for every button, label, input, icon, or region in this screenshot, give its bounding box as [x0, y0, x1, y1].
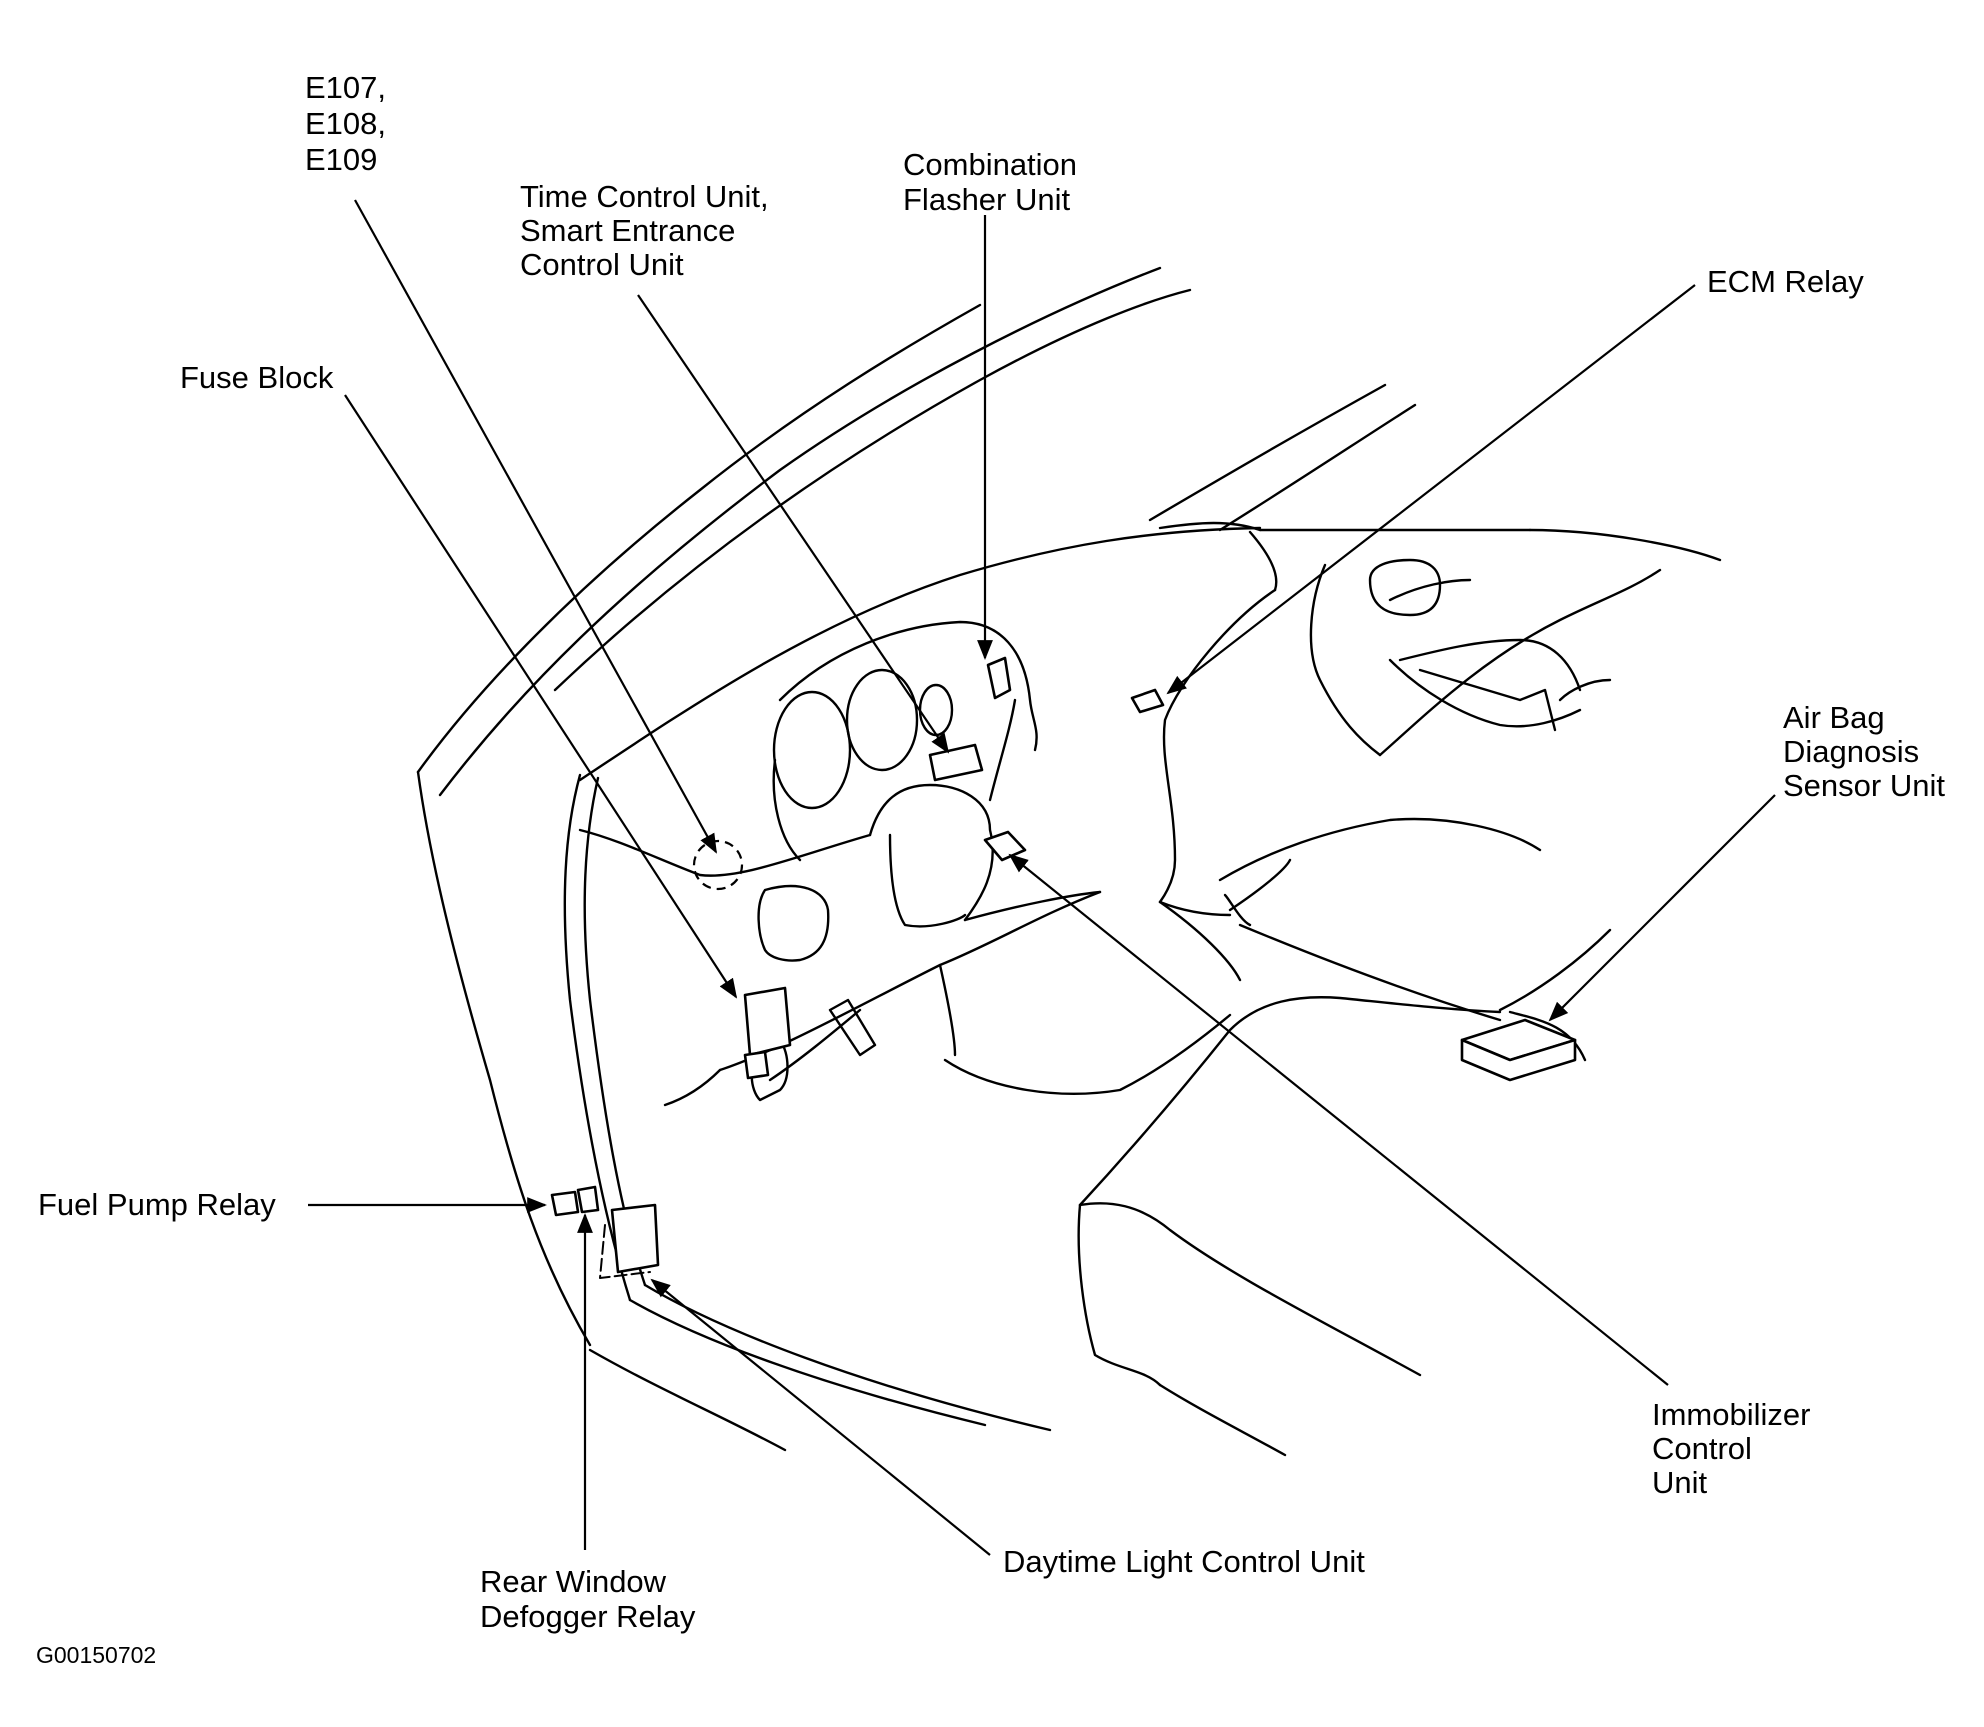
knee-bolster: [943, 1013, 1232, 1095]
pillar-trim-outer: [563, 773, 632, 1302]
combination-flasher-unit-label: Combination Flasher Unit: [903, 147, 1086, 217]
rear-window-defogger-relay-box: [576, 1185, 600, 1214]
footwell-curl: [1223, 893, 1252, 927]
lower-left-trim: [768, 1008, 862, 1082]
gauge-right: [918, 683, 954, 737]
center-stack-left: [1158, 588, 1277, 904]
console-end: [1508, 1010, 1587, 1062]
center-stack-right: [1309, 563, 1382, 757]
dash-center-notch: [1248, 530, 1278, 592]
lower-left-corner: [663, 1068, 722, 1107]
glovebox-trim: [1398, 638, 1582, 692]
gauge-left: [772, 690, 852, 810]
figure-code: G00150702: [36, 1642, 156, 1668]
passenger-dash-top: [1528, 528, 1722, 562]
immobilizer-control-unit-label: Immobilizer Control Unit: [1652, 1397, 1819, 1500]
glovebox-detail: [1418, 668, 1557, 732]
passenger-dash-face: [1378, 568, 1662, 757]
leader-time-control: [637, 294, 950, 754]
a-pillar-outer: [416, 303, 982, 774]
windshield-right-1: [1148, 383, 1387, 522]
footwell-top: [1218, 817, 1542, 882]
combination-flasher-unit-box: [986, 656, 1012, 700]
daytime-light-control-unit-box: [610, 1203, 660, 1274]
lower-dash-mid: [963, 890, 1102, 922]
fuse-block-box: [743, 986, 792, 1057]
air-bag-diagnosis-sensor-unit-label: Air Bag Diagnosis Sensor Unit: [1783, 700, 1945, 803]
windshield-edge: [438, 266, 1162, 797]
leader-daytime-light: [650, 1278, 991, 1556]
leader-ecm-relay: [1166, 284, 1696, 695]
dash-top-seam: [1158, 521, 1262, 532]
seat-bottom: [1158, 1383, 1287, 1457]
daytime-light-bracket: [599, 1224, 651, 1279]
leader-air-bag: [1548, 794, 1776, 1022]
pedal-1: [828, 998, 877, 1057]
sill-line-1: [628, 1298, 987, 1427]
vent-right: [1368, 558, 1442, 617]
column-right-edge: [988, 698, 1017, 802]
time-control-unit-box: [928, 743, 984, 782]
leader-immobilizer: [1008, 853, 1669, 1386]
lower-dash-drop: [938, 963, 957, 1057]
fuel-pump-relay-label: Fuel Pump Relay: [38, 1187, 276, 1222]
gauge-center: [845, 668, 919, 772]
vent-right-top: [1388, 578, 1472, 602]
ecm-relay-label: ECM Relay: [1707, 264, 1864, 299]
leader-lines: [308, 199, 1776, 1556]
cluster-left-edge: [772, 758, 802, 862]
fuel-pump-relay-box-1: [550, 1190, 580, 1217]
immobilizer-box: [983, 830, 1027, 862]
windshield-inner: [553, 288, 1192, 692]
seat-cushion-top: [1078, 996, 1502, 1207]
daytime-light-control-unit-label: Daytime Light Control Unit: [1003, 1544, 1365, 1579]
sill-line-2: [643, 1283, 1052, 1432]
center-stack-step: [1228, 858, 1292, 912]
cluster-hood: [778, 620, 1038, 752]
rear-window-defogger-relay-label: Rear Window Defogger Relay: [480, 1564, 696, 1634]
leader-e-codes: [354, 199, 717, 854]
column-cover-inner: [888, 833, 967, 928]
fuse-block-tab: [743, 1050, 770, 1080]
e107-connector-circle: [692, 839, 744, 891]
dash-top-left: [578, 526, 1262, 782]
column-cover: [868, 783, 994, 922]
footwell-right: [1498, 928, 1612, 1012]
footwell-sill: [1238, 923, 1502, 1022]
glovebox-latch: [1558, 678, 1612, 702]
components: [550, 656, 1577, 1279]
seat-side: [1077, 1203, 1162, 1387]
door-front-edge: [416, 770, 592, 1347]
footwell-edge-1: [1158, 900, 1242, 982]
glovebox-top: [1388, 658, 1582, 728]
seat-front: [1078, 1202, 1422, 1377]
air-bag-sensor-side: [1460, 1038, 1577, 1082]
fuse-block-label: Fuse Block: [180, 360, 334, 395]
leader-fuse-block: [344, 394, 738, 999]
e-codes-label: E107, E108, E109: [305, 70, 395, 177]
dashboard-drawing: [416, 266, 1722, 1457]
time-control-unit-label: Time Control Unit, Smart Entrance Contro…: [520, 179, 777, 282]
dash-vent-left: [757, 884, 830, 962]
lower-dash-top: [578, 828, 872, 877]
door-bottom: [588, 1348, 787, 1452]
windshield-right-2: [1218, 403, 1417, 532]
ecm-relay-box: [1130, 688, 1165, 714]
center-stack-base: [1158, 900, 1232, 917]
